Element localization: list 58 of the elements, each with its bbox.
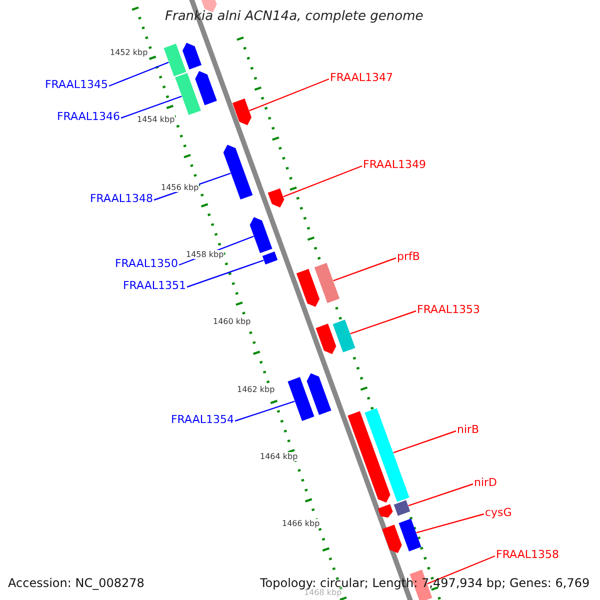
gene-label: prfB <box>397 250 420 264</box>
gene-block <box>364 408 410 502</box>
leader-line <box>120 96 182 119</box>
leader-line <box>350 310 416 334</box>
gene-label: FRAAL1351 <box>122 279 186 293</box>
leader-line <box>234 400 295 422</box>
leader-line <box>333 257 396 282</box>
gene-block <box>306 373 332 415</box>
gene-block <box>268 188 284 208</box>
gene-label: FRAAL1349 <box>363 158 426 172</box>
leader-line <box>108 62 169 87</box>
scale-label: 1458 kbp <box>186 250 224 259</box>
gene-block <box>348 411 390 503</box>
gene-block <box>288 377 314 421</box>
leader-line <box>249 78 330 112</box>
gene-label: FRAAL1345 <box>44 78 108 92</box>
gene-block <box>164 44 186 76</box>
gene-block <box>382 524 402 554</box>
gene-block <box>182 42 202 70</box>
gene-block <box>250 217 272 254</box>
leader-line <box>186 260 264 288</box>
leader-line <box>408 483 474 506</box>
gene-block <box>262 252 278 264</box>
gene-block <box>332 320 356 352</box>
gene-block <box>394 500 410 516</box>
gene-block <box>398 518 422 552</box>
gene-label: FRAAL1348 <box>90 192 153 206</box>
gene-label: FRAAL1358 <box>496 548 560 562</box>
scale-label: 1464 kbp <box>260 452 298 461</box>
gene-block <box>223 144 253 200</box>
footer-text: Accession: NC_008278 <box>8 576 144 590</box>
footer-text: Topology: circular; Length: 7,497,934 bp; Genes: 6,769 <box>260 576 590 590</box>
gene-block <box>232 98 252 126</box>
gene-label: FRAAL1354 <box>170 413 234 427</box>
title: Frankia alni ACN14a, complete genome <box>165 10 424 24</box>
scale-label: 1466 kbp <box>282 519 320 528</box>
scale-label: 1468 kbp <box>304 588 342 597</box>
leader-line <box>283 165 362 198</box>
gene-block <box>296 268 320 307</box>
scale-label: 1462 kbp <box>237 385 275 394</box>
gene-block <box>314 262 340 304</box>
gene-label: nirD <box>474 476 498 490</box>
gene-label: FRAAL1347 <box>330 71 394 85</box>
gene-block <box>175 72 201 116</box>
leader-line <box>416 513 484 534</box>
scale-label: 1460 kbp <box>213 317 251 326</box>
gene-block <box>195 71 217 106</box>
gene-label: nirB <box>457 423 480 437</box>
scale-label: 1456 kbp <box>161 183 199 192</box>
scale-label: 1452 kbp <box>110 48 148 57</box>
gene-label: FRAAL1350 <box>114 257 178 271</box>
gene-label: FRAAL1346 <box>56 110 120 124</box>
scale-label: 1454 kbp <box>137 115 175 124</box>
gene-label: cysG <box>485 506 512 520</box>
leader-line <box>393 430 456 454</box>
leader-line <box>427 555 496 584</box>
gene-label: FRAAL1353 <box>417 303 480 317</box>
gene-block <box>316 324 336 354</box>
